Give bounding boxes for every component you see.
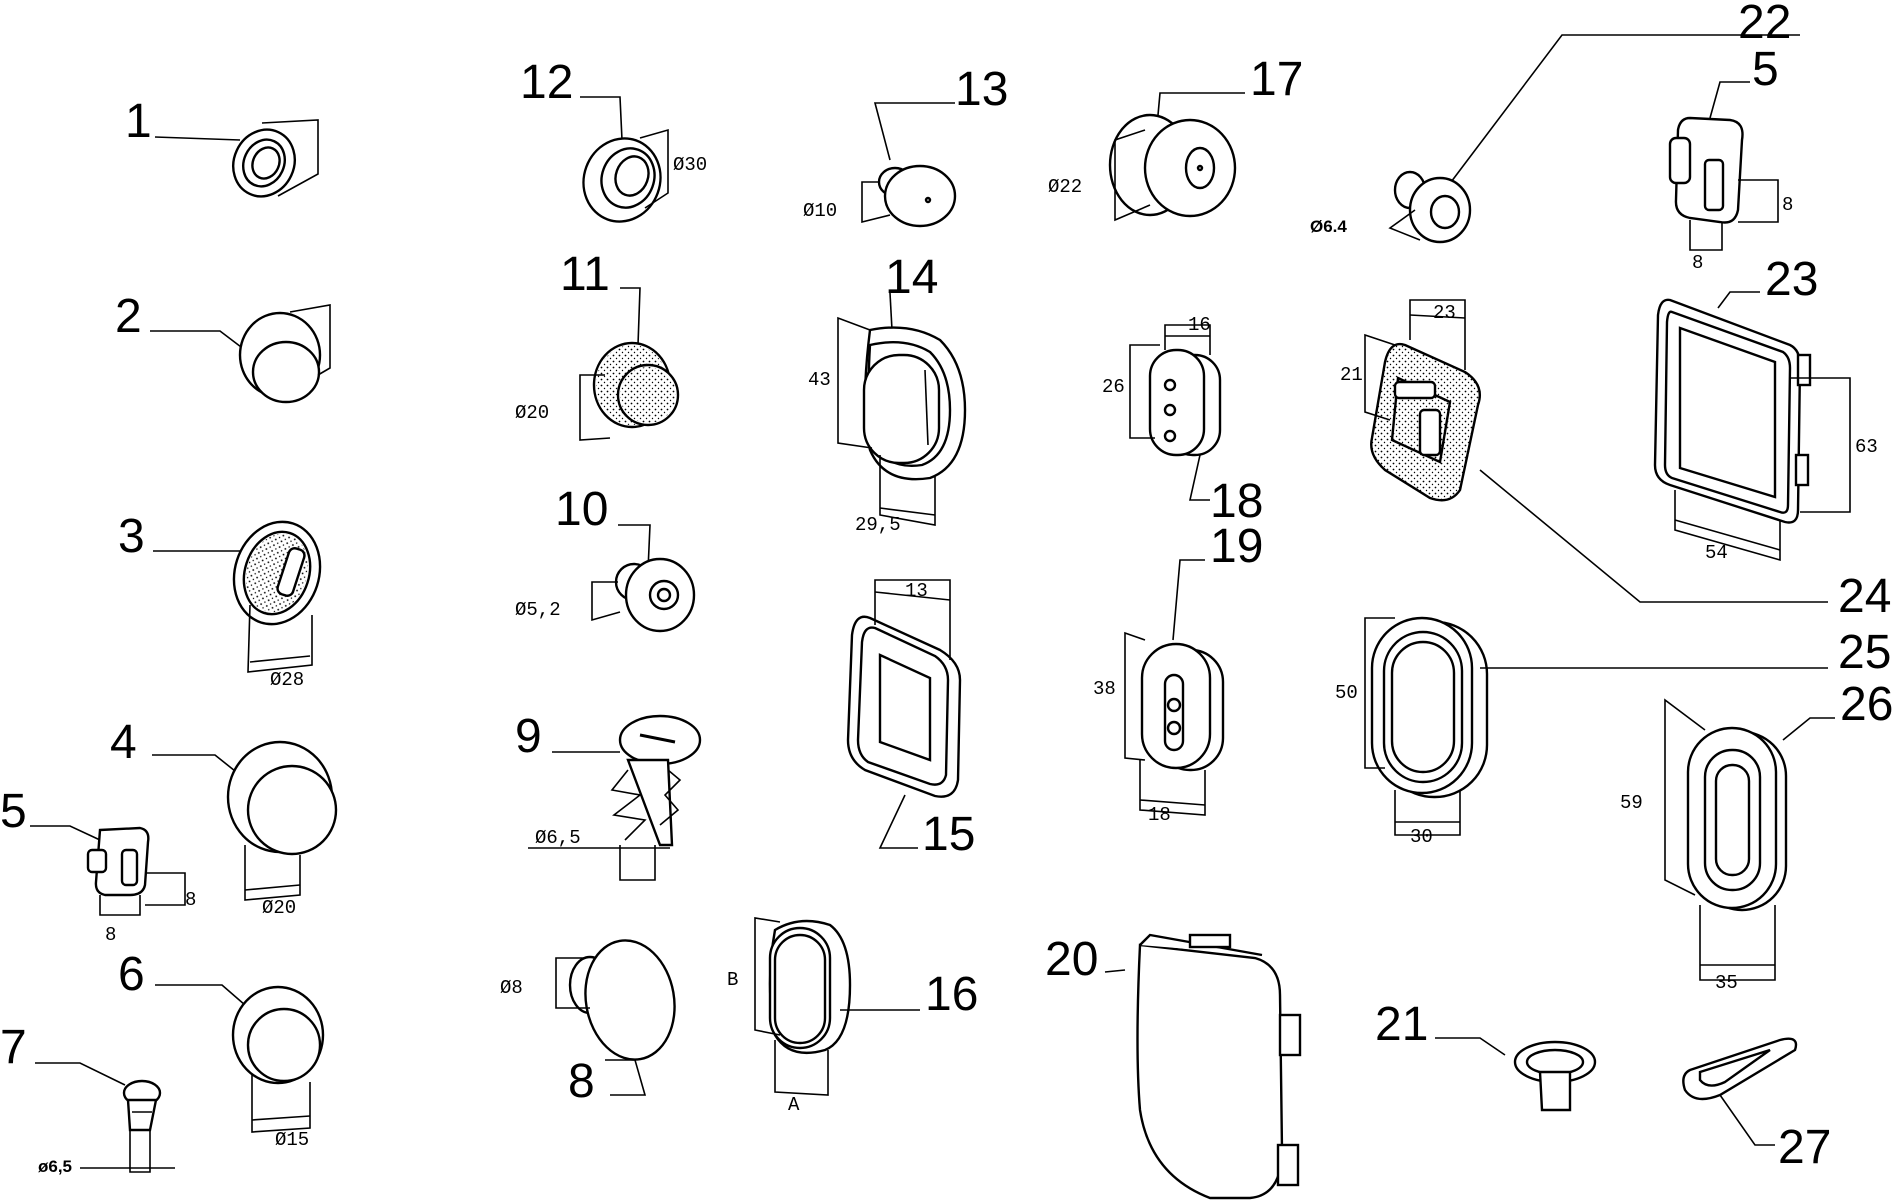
part-5-left: 5 8 8 (0, 785, 196, 946)
callout-19: 19 (1210, 520, 1263, 573)
part-5-right: 5 8 8 (1668, 43, 1793, 274)
callout-21: 21 (1375, 998, 1428, 1051)
dim-13: Ø10 (803, 200, 837, 222)
part-13: 13 Ø10 (803, 63, 1008, 228)
dim-23-h: 63 (1855, 436, 1878, 458)
dim-26-w: 35 (1715, 972, 1738, 994)
part-3: 3 Ø28 (118, 510, 322, 691)
dim-6: Ø15 (275, 1129, 309, 1151)
part-17: 17 Ø22 (1048, 53, 1303, 222)
dim-24-h: 21 (1340, 364, 1363, 386)
dim-4: Ø20 (262, 897, 296, 919)
part-18: 16 26 18 (1102, 314, 1263, 528)
callout-13: 13 (955, 63, 1008, 116)
dim-16-w: A (788, 1094, 800, 1116)
callout-23: 23 (1765, 253, 1818, 306)
part-4: 4 Ø20 (110, 716, 338, 919)
callout-5b: 5 (1752, 43, 1779, 96)
part-2: 2 (115, 290, 331, 404)
part-7: 7 ø6,5 (0, 1021, 175, 1176)
dim-24-w: 23 (1433, 302, 1456, 324)
part-20: 20 (1045, 933, 1302, 1200)
part-21: 21 (1375, 998, 1597, 1112)
callout-24: 24 (1838, 570, 1891, 623)
part-9: 9 Ø6,5 (515, 710, 702, 881)
part-12: 12 Ø30 (520, 56, 707, 223)
callout-1: 1 (125, 95, 152, 148)
part-26: 26 59 35 (1620, 678, 1893, 994)
callout-4: 4 (110, 716, 137, 769)
callout-18: 18 (1210, 475, 1263, 528)
part-16: 16 B A (727, 917, 978, 1116)
dim-26-h: 59 (1620, 792, 1643, 814)
dim-5b-w: 8 (1692, 252, 1703, 274)
part-19: 19 38 18 (1093, 520, 1263, 826)
part-27: 27 (1682, 1037, 1831, 1174)
dim-5a-w: 8 (105, 924, 116, 946)
part-15: 13 15 (846, 579, 975, 861)
callout-27: 27 (1778, 1121, 1831, 1174)
dim-25-w: 30 (1410, 826, 1433, 848)
callout-9: 9 (515, 710, 542, 763)
dim-17: Ø22 (1048, 176, 1082, 198)
callout-6: 6 (118, 948, 145, 1001)
callout-25: 25 (1838, 626, 1891, 679)
dim-5b-h: 8 (1782, 194, 1793, 216)
part-8: Ø8 8 (500, 939, 676, 1108)
callout-5a: 5 (0, 785, 27, 838)
callout-20: 20 (1045, 933, 1098, 986)
dim-16-h: B (727, 969, 738, 991)
dim-18-w: 16 (1188, 314, 1211, 336)
dim-11: Ø20 (515, 402, 549, 424)
callout-14: 14 (885, 251, 938, 304)
callout-10: 10 (555, 483, 608, 536)
dim-15: 13 (905, 580, 928, 602)
dim-19-w: 18 (1148, 804, 1171, 826)
dim-7: ø6,5 (38, 1157, 72, 1176)
dim-25-h: 50 (1335, 682, 1358, 704)
part-11: 11 Ø20 (515, 248, 680, 441)
dim-12: Ø30 (673, 154, 707, 176)
part-23: 23 63 54 (1653, 253, 1878, 564)
dim-10: Ø5,2 (515, 599, 561, 621)
callout-3: 3 (118, 510, 145, 563)
callout-8: 8 (568, 1055, 595, 1108)
callout-15: 15 (922, 808, 975, 861)
callout-11: 11 (560, 248, 610, 301)
dim-14-w: 29,5 (855, 514, 901, 536)
part-22: 22 Ø6.4 (1310, 0, 1800, 244)
dim-23-w: 54 (1705, 542, 1728, 564)
part-14: 14 43 29,5 (808, 251, 967, 536)
callout-2: 2 (115, 290, 142, 343)
part-10: 10 Ø5,2 (515, 483, 696, 633)
dim-9: Ø6,5 (535, 827, 581, 849)
part-24: 23 21 24 (1340, 299, 1891, 623)
part-1: 1 (125, 95, 319, 198)
part-25: 25 50 30 (1335, 616, 1891, 848)
dim-14-h: 43 (808, 369, 831, 391)
callout-12: 12 (520, 56, 573, 109)
callout-17: 17 (1250, 53, 1303, 106)
callout-22: 22 (1738, 0, 1791, 49)
part-6: 6 Ø15 (118, 948, 325, 1151)
dim-5a-h: 8 (185, 889, 196, 911)
dim-8: Ø8 (500, 977, 523, 999)
dim-19-h: 38 (1093, 678, 1116, 700)
dim-22: Ø6.4 (1310, 217, 1347, 236)
callout-7: 7 (0, 1021, 27, 1074)
callout-26: 26 (1840, 678, 1893, 731)
dim-18-h: 26 (1102, 376, 1125, 398)
dim-3: Ø28 (270, 669, 304, 691)
callout-16: 16 (925, 968, 978, 1021)
